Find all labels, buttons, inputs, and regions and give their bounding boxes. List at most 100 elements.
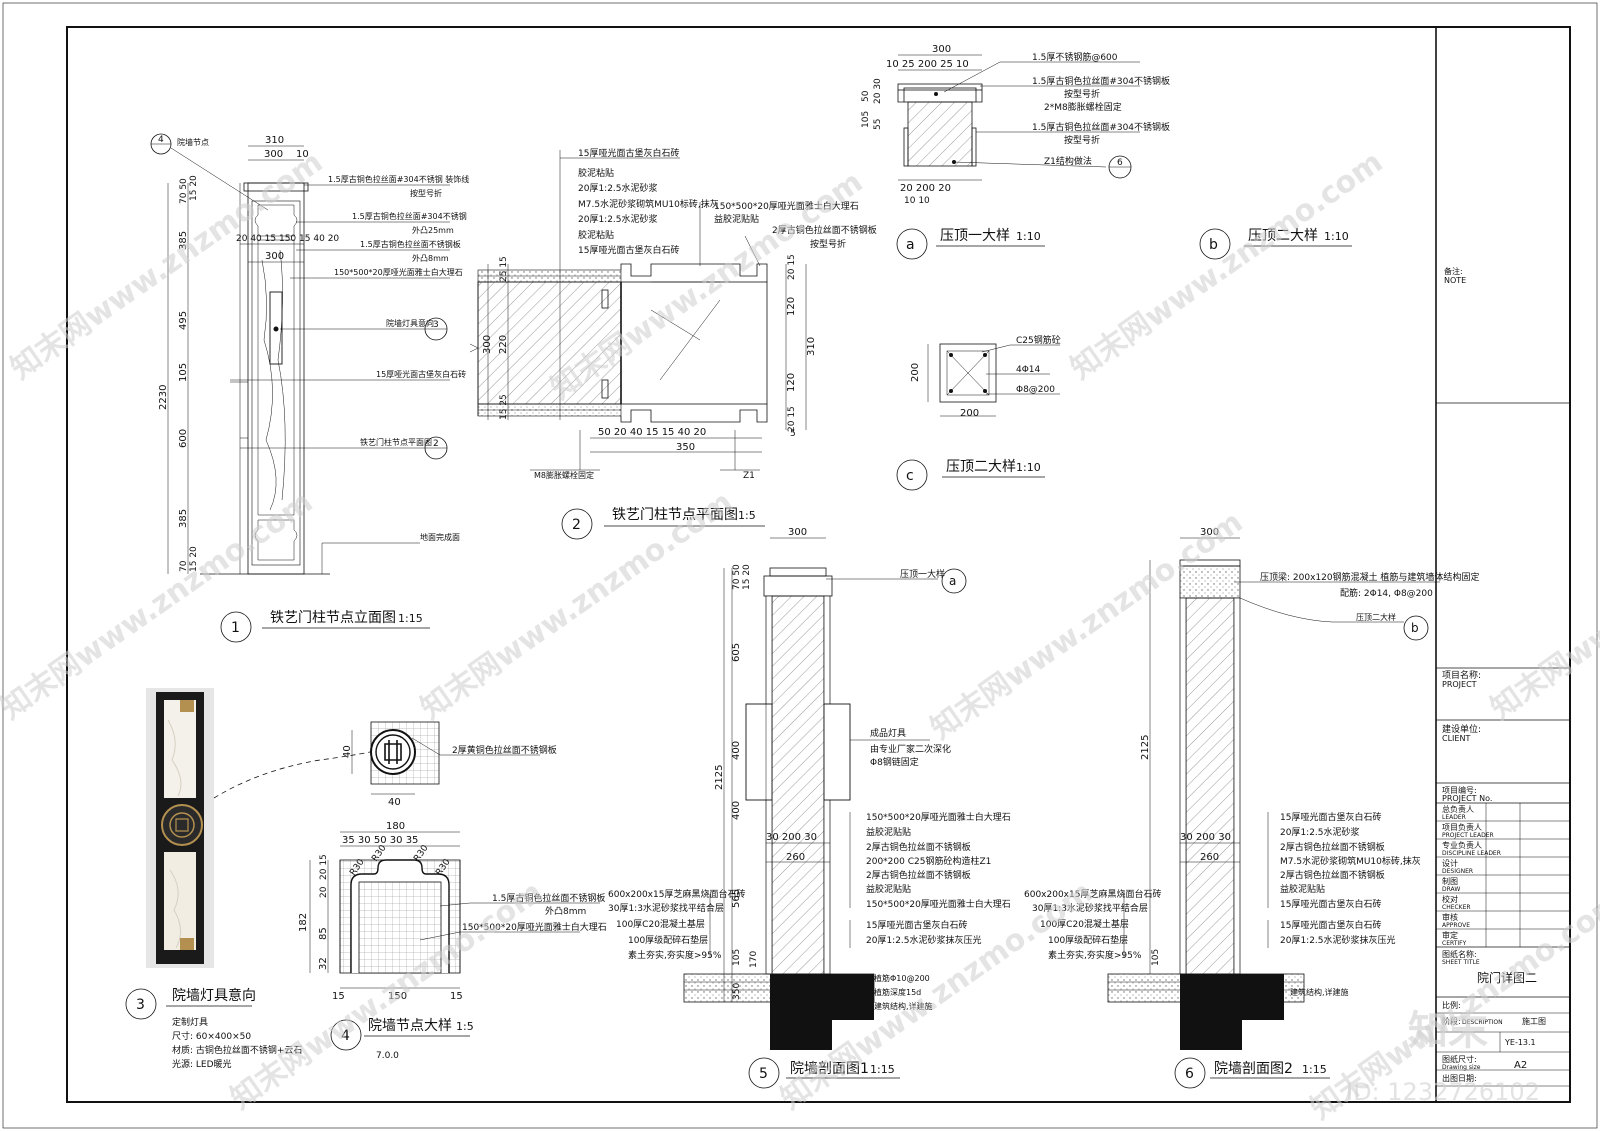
v2-no: 2 <box>572 517 581 533</box>
v4-notes: 1.5厚古铜色拉丝面不锈钢板 外凸8mm 150*500*20厚哑光面雅士白大理… <box>419 892 607 941</box>
v5-note-l0: 600x200x15厚芝麻黑烧面台石砖 <box>608 888 745 900</box>
v3-title-text: 院墙灯具意向 <box>172 987 256 1004</box>
v1-dim-385a: 385 <box>178 231 189 250</box>
view-a-cap-detail: 300 10 25 200 25 10 105 50 20 30 55 20 2… <box>861 44 1170 260</box>
v3-spec-title: 定制灯具 <box>172 1016 208 1028</box>
va-dims-top: 10 25 200 25 10 <box>886 59 969 70</box>
v2-note-6: 15厚哑光面古堡灰白石砖 <box>578 244 679 256</box>
v2-dim-25-15a: 25 15 <box>499 256 509 282</box>
v6-note-r7: 15厚哑光面古堡灰白石砖 <box>1280 898 1381 910</box>
v6-dim-300: 300 <box>1200 527 1219 538</box>
role-4-cn: 制图 <box>1442 876 1458 886</box>
v1-title-text: 铁艺门柱节点立面图 <box>270 610 396 626</box>
va-dim-55: 55 <box>873 119 883 130</box>
v6-note-l0: 600x200x15厚芝麻黑烧面台石砖 <box>1024 888 1161 900</box>
v1-note-1: 按型号折 <box>410 188 442 198</box>
v1-note-3: 外凸25mm <box>412 225 454 235</box>
v2-note-1: 胶泥粘贴 <box>578 167 614 179</box>
role-0-cn: 总负责人 <box>1442 804 1474 814</box>
v4-dim-85: 85 <box>318 927 329 940</box>
v4-title: 4 院墙节点大样 1:5 7.0.0 <box>330 1018 474 1061</box>
note-en: NOTE <box>1444 276 1466 285</box>
project-en: PROJECT <box>1442 680 1477 689</box>
v4-scale: 1:5 <box>456 1020 474 1033</box>
v2-dim-300: 300 <box>482 335 493 354</box>
sheet-title-label: 图纸名称: <box>1442 949 1477 959</box>
role-5-en: CHECKER <box>1442 904 1471 911</box>
v2-note-4: 20厚1:2.5水泥砂浆 <box>578 213 658 225</box>
vc-concrete: C25钢筋砼 <box>1016 334 1061 346</box>
v4-dim-20-15: 20 15 <box>319 854 329 880</box>
v6-found: 建筑结构,详建施 <box>1290 987 1349 997</box>
v5-found-2: 建筑结构,详建施 <box>874 1001 933 1011</box>
v6-beam-note: 压顶梁: 200x120钢筋混凝土 植筋与建筑墙体结构固定 <box>1260 571 1479 583</box>
v4-dim-15a: 15 <box>332 991 345 1002</box>
v5-dims-mid: 30 200 30 <box>766 832 817 843</box>
v5-dim-170: 170 <box>749 951 759 968</box>
v4-title-text: 院墙节点大样 <box>368 1018 452 1034</box>
v6-note-r1: 20厚1:2.5水泥砂浆 <box>1280 826 1360 838</box>
v5-note-r1: 益胶泥贴贴 <box>866 826 911 838</box>
v2-dim-120b: 120 <box>786 373 797 392</box>
v3-detail-dim-w: 40 <box>388 797 401 808</box>
va-title-text: 压顶一大样 <box>940 228 1010 244</box>
v6-ref-b: b <box>1411 621 1419 635</box>
v2-dims: 25 15 300 220 15 25 20 15 120 120 20 15 … <box>482 254 817 481</box>
v4-no: 4 <box>341 1028 350 1044</box>
role-1-en: PROJECT LEADER <box>1442 832 1494 839</box>
v5-ref-a: a <box>949 574 956 588</box>
v2-dim-120a: 120 <box>786 297 797 316</box>
v5-found-1: 植筋深度15d <box>874 987 921 997</box>
v2-notes: 15厚哑光面古堡灰白石砖 胶泥粘贴 20厚1:2.5水泥砂浆 M7.5水泥砂浆砌… <box>559 147 877 420</box>
v2-dim-15-25b: 15 25 <box>499 394 509 420</box>
v1-note-10: 地面完成面 <box>420 532 460 542</box>
v5-dim-565: 565 <box>731 889 742 908</box>
v2-title: 2 铁艺门柱节点平面图 1:5 <box>561 507 765 540</box>
v5-dim-605: 605 <box>731 643 742 662</box>
role-7-en: CERTIFY <box>1442 940 1467 947</box>
va-title: a 压顶一大样 1:10 <box>896 228 1045 260</box>
v1-note-8: 15厚哑光面古堡灰白石砖 <box>376 369 466 379</box>
va-notes: 1.5厚不锈钢筋@600 1.5厚古铜色拉丝面#304不锈钢板 按型号折 2*M… <box>943 51 1170 179</box>
role-3-en: DESIGNER <box>1442 868 1473 875</box>
drawing-size-label: 图纸尺寸: <box>1442 1054 1477 1064</box>
v4-note-1: 外凸8mm <box>545 905 586 917</box>
v1-dim-385b: 385 <box>178 509 189 528</box>
v2-dim-5: 5 <box>790 429 796 439</box>
v1-dims-mid: 20 40 15 150 15 40 20 <box>236 234 339 244</box>
v5-dim-2125: 2125 <box>714 765 725 790</box>
role-3-cn: 设计 <box>1442 858 1458 868</box>
v6-scale: 1:15 <box>1302 1063 1327 1076</box>
vc-rebar2: Φ8@200 <box>1016 385 1055 395</box>
va-note-4: 1.5厚古铜色拉丝面#304不锈钢板 <box>1032 121 1170 133</box>
view-b-title: b 压顶二大样 1:10 <box>1199 228 1352 260</box>
v6-dim-260: 260 <box>1200 852 1219 863</box>
client-en: CLIENT <box>1442 734 1470 743</box>
v5-dim-70-50: 70 50 <box>732 564 742 590</box>
v1-callouts: 4 院墙节点 1.5厚古铜色拉丝面#304不锈钢 装饰线 按型号折 1.5厚古铜… <box>150 133 469 542</box>
v2-dim-310: 310 <box>806 337 817 356</box>
v5-note-r3: 200*200 C25钢筋砼构造柱Z1 <box>866 855 991 867</box>
v4-dim-182: 182 <box>298 913 309 932</box>
v5-note-l4: 素土夯实,夯实度>95% <box>628 949 722 961</box>
desc-value: 施工图 <box>1522 1016 1546 1026</box>
v5-note-r5: 益胶泥贴贴 <box>866 883 911 895</box>
v2-note-5: 胶泥粘贴 <box>578 229 614 241</box>
watermark-1: 知末网www.znzmo.com <box>5 145 330 387</box>
v1-note-4: 1.5厚古铜色拉丝面不锈钢板 <box>360 239 461 249</box>
lamp-detail: 40 40 2厚黄铜色拉丝面不锈钢板 <box>342 721 557 808</box>
v3-no: 3 <box>136 997 145 1013</box>
v3-detail-note: 2厚黄铜色拉丝面不锈钢板 <box>452 744 557 756</box>
v1-callout-ref: 4 <box>158 135 164 145</box>
va-note-1: 1.5厚古铜色拉丝面#304不锈钢板 <box>1032 75 1170 87</box>
scale-label: 比例: <box>1442 1000 1461 1010</box>
v5-note-l1: 30厚1:3水泥砂浆找平结合层 <box>608 902 724 914</box>
va-no: a <box>906 237 915 253</box>
v2-dim-220: 220 <box>498 335 509 354</box>
role-7-cn: 审定 <box>1442 930 1458 940</box>
v5-note-r2: 2厚古铜色拉丝面不锈钢板 <box>866 841 971 853</box>
va-dim-20-30: 20 30 <box>873 78 883 104</box>
v6-notes: 压顶梁: 200x120钢筋混凝土 植筋与建筑墙体结构固定 配筋: 2Φ14, … <box>1024 571 1479 997</box>
role-rows: 总负责人 LEADER 项目负责人 PROJECT LEADER 专业负责人 D… <box>1442 804 1501 947</box>
